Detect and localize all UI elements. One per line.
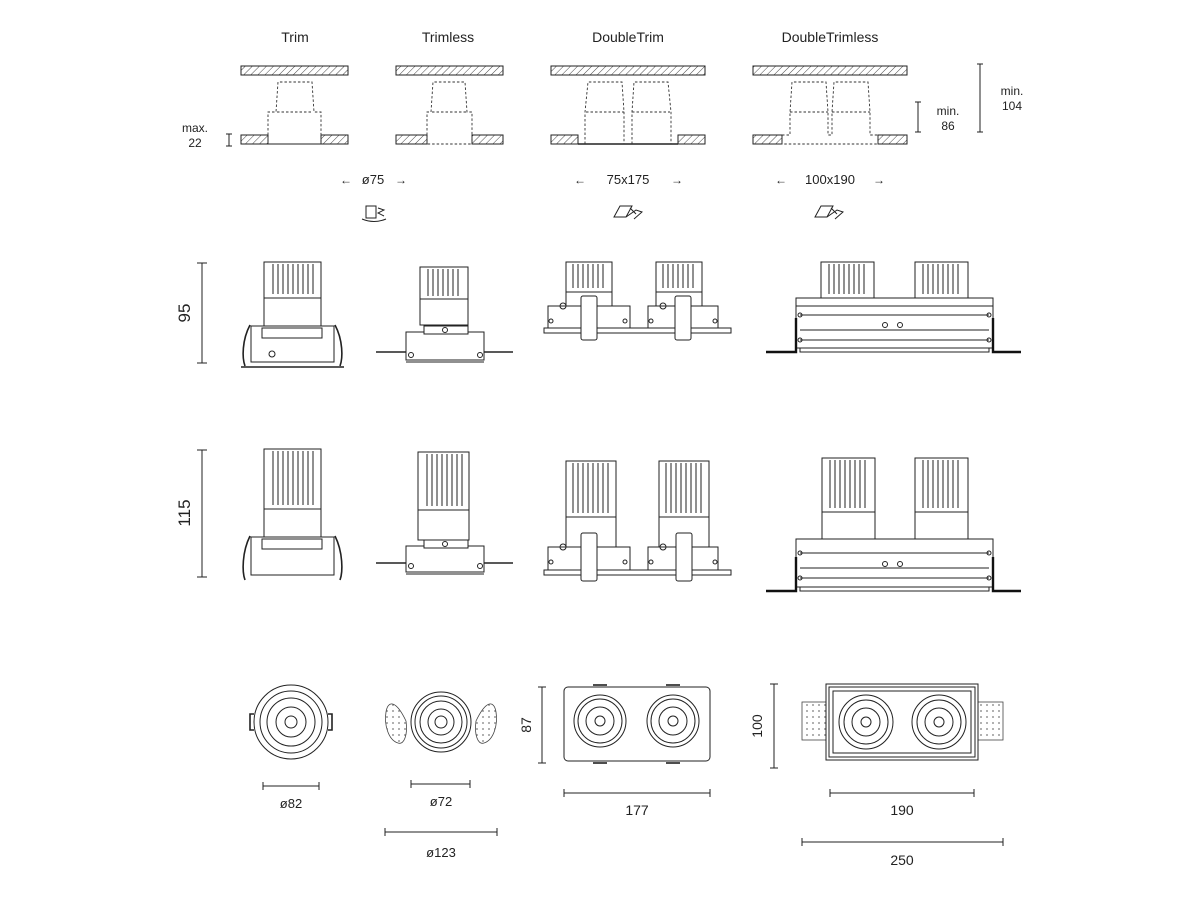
svg-text:ø82: ø82 (280, 796, 302, 811)
height-115-dimension: 115 (175, 449, 207, 578)
install-section-trimless (395, 65, 504, 145)
double-trim-width-dimension: 177 (563, 789, 711, 818)
svg-text:177: 177 (625, 802, 649, 818)
svg-text:190: 190 (890, 802, 914, 818)
svg-text:→: → (873, 173, 885, 187)
ceiling-fix-icon (361, 205, 387, 222)
side-view-double-trim-95 (543, 261, 732, 341)
double-trimless-height-dimension: 100 (749, 683, 778, 769)
side-view-double-trimless-95 (766, 261, 1021, 354)
svg-text:ø123: ø123 (426, 845, 456, 860)
svg-text:min.: min. (1001, 84, 1024, 98)
trim-diameter-dimension: ø82 (262, 782, 320, 811)
cutout-single-dimension: ← ø75 → (340, 172, 407, 187)
svg-text:250: 250 (890, 852, 914, 868)
plaster-kit-icon-double-trimless (814, 205, 844, 220)
svg-text:→: → (395, 173, 407, 187)
svg-text:max.: max. (182, 121, 208, 135)
header-trim: Trim (281, 29, 308, 45)
min-depth-86-dimension: min. 86 (915, 101, 960, 133)
trimless-outer-dimension: ø123 (384, 828, 498, 860)
header-trimless: Trimless (422, 29, 474, 45)
svg-text:ø75: ø75 (362, 172, 384, 187)
cutout-double-trim-dimension: ← 75x175 → (574, 172, 683, 187)
side-view-trimless-115 (376, 451, 513, 575)
svg-text:100: 100 (749, 714, 765, 738)
svg-text:ø72: ø72 (430, 794, 452, 809)
plan-view-trim (249, 684, 333, 760)
header-double-trim: DoubleTrim (592, 29, 664, 45)
header-double-trimless: DoubleTrimless (782, 29, 879, 45)
side-view-double-trim-115 (543, 460, 732, 582)
svg-text:←: ← (574, 173, 586, 187)
svg-text:22: 22 (188, 136, 202, 150)
svg-text:←: ← (340, 173, 352, 187)
side-view-trimless-95 (376, 266, 513, 363)
double-trimless-outer-dimension: 250 (801, 838, 1004, 868)
svg-text:95: 95 (175, 304, 194, 323)
svg-text:75x175: 75x175 (607, 172, 650, 187)
svg-text:86: 86 (941, 119, 955, 133)
plaster-kit-icon-double-trim (613, 205, 643, 220)
install-section-double-trimless (752, 65, 908, 145)
svg-text:100x190: 100x190 (805, 172, 855, 187)
svg-text:min.: min. (937, 104, 960, 118)
plan-view-trimless (385, 691, 497, 753)
install-section-trim (240, 65, 349, 145)
double-trimless-width-dimension: 190 (829, 789, 975, 818)
svg-text:→: → (671, 173, 683, 187)
max-thickness-dimension: max. 22 (182, 121, 232, 150)
svg-text:87: 87 (518, 717, 534, 733)
svg-text:←: ← (775, 173, 787, 187)
svg-text:115: 115 (175, 499, 194, 526)
side-view-trim-95 (241, 261, 344, 368)
height-95-dimension: 95 (175, 262, 207, 364)
cutout-double-trimless-dimension: ← 100x190 → (775, 172, 885, 187)
min-depth-104-dimension: min. 104 (977, 63, 1024, 133)
plan-view-double-trim (563, 684, 711, 764)
double-trim-height-dimension: 87 (518, 686, 546, 764)
plan-view-double-trimless (801, 683, 1004, 761)
svg-text:104: 104 (1002, 99, 1022, 113)
install-section-double-trim (550, 65, 706, 145)
side-view-trim-115 (242, 448, 343, 581)
trimless-inner-dimension: ø72 (410, 780, 471, 809)
side-view-double-trimless-115 (766, 457, 1021, 593)
